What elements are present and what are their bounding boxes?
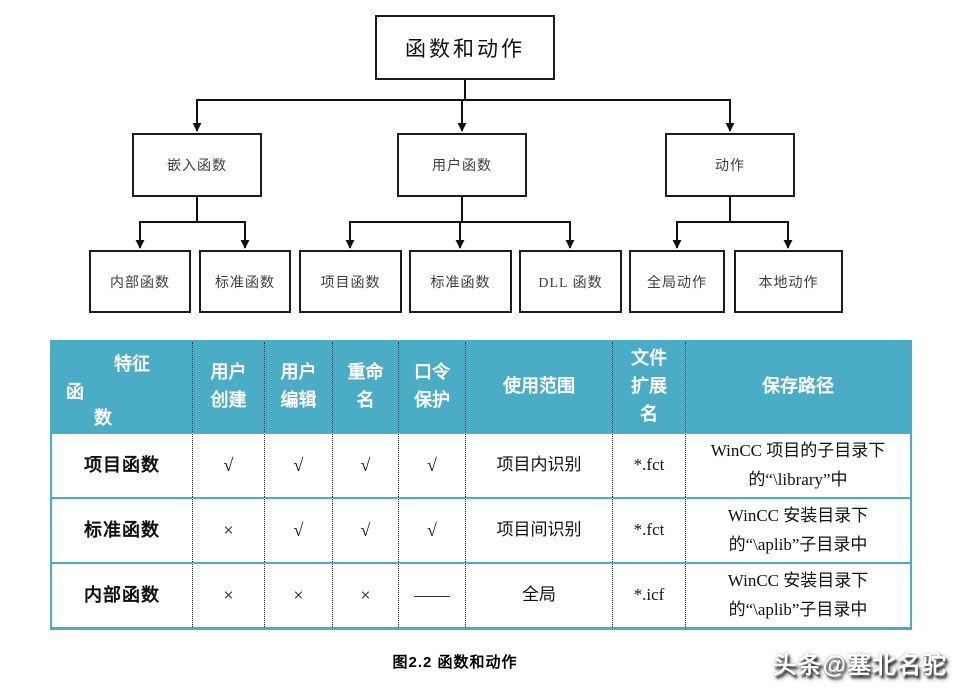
col-header-label: 用户创建 <box>210 362 247 410</box>
cell-function-name: 内部函数 <box>52 562 192 627</box>
feature-table: 特征 函 数 用户创建 用户编辑 重命名 口令保护 使用范围 文件扩展名 保存路… <box>50 340 912 630</box>
cell-password: √ <box>398 497 465 562</box>
cell-user-edit: √ <box>264 497 332 562</box>
cell-scope: 项目间识别 <box>465 497 612 562</box>
corner-label-func-1: 函 <box>66 382 84 402</box>
diagram-connector-lines <box>135 80 793 249</box>
node-embedded-functions: 嵌入函数 <box>132 133 262 197</box>
node-global-actions: 全局动作 <box>629 250 725 313</box>
col-header-label: 用户编辑 <box>280 362 317 410</box>
corner-label-feature: 特征 <box>114 354 150 374</box>
cell-password: √ <box>398 432 465 497</box>
col-header-rename: 重命名 <box>332 342 398 432</box>
figure-caption: 图2.2 函数和动作 <box>392 654 518 671</box>
col-header-scope: 使用范围 <box>465 342 612 432</box>
node-functions-and-actions: 函数和动作 <box>375 15 555 80</box>
cell-user-create: × <box>192 562 264 627</box>
node-local-actions: 本地动作 <box>734 250 843 313</box>
cell-user-create: √ <box>192 432 264 497</box>
cell-file-ext: *.icf <box>612 562 685 627</box>
cell-user-create: × <box>192 497 264 562</box>
cell-file-ext: *.fct <box>612 432 685 497</box>
watermark-toutiao: 头条@塞北名驼 <box>772 652 947 679</box>
cell-rename: √ <box>332 497 398 562</box>
table-row-internal-functions: 内部函数 × × × —— 全局 *.icf WinCC 安装目录下的“\apl… <box>52 562 910 627</box>
cell-save-path: WinCC 安装目录下的“\aplib”子目录中 <box>685 562 910 627</box>
cell-scope: 全局 <box>465 562 612 627</box>
node-dll-functions: DLL 函数 <box>519 250 622 313</box>
node-actions: 动作 <box>665 133 795 197</box>
node-standard-functions-2: 标准函数 <box>409 250 512 313</box>
cell-scope: 项目内识别 <box>465 432 612 497</box>
cell-save-path: WinCC 项目的子目录下的“\library”中 <box>685 432 910 497</box>
node-standard-functions-1: 标准函数 <box>199 250 291 313</box>
col-header-save-path: 保存路径 <box>685 342 910 432</box>
corner-header-cell: 特征 函 数 <box>52 342 192 432</box>
cell-save-path: WinCC 安装目录下的“\aplib”子目录中 <box>685 497 910 562</box>
node-internal-functions: 内部函数 <box>89 250 191 313</box>
col-header-label: 文件扩展名 <box>630 348 667 424</box>
cell-password: —— <box>398 562 465 627</box>
col-header-file-ext: 文件扩展名 <box>612 342 685 432</box>
node-user-functions: 用户函数 <box>397 133 527 197</box>
cell-user-edit: √ <box>264 432 332 497</box>
col-header-label: 口令保护 <box>413 362 450 410</box>
cell-function-name: 项目函数 <box>52 432 192 497</box>
cell-rename: × <box>332 562 398 627</box>
corner-label-func-2: 数 <box>94 408 112 428</box>
table-row-project-functions: 项目函数 √ √ √ √ 项目内识别 *.fct WinCC 项目的子目录下的“… <box>52 432 910 497</box>
col-header-label: 重命名 <box>347 362 384 410</box>
cell-user-edit: × <box>264 562 332 627</box>
table-row-standard-functions: 标准函数 × √ √ √ 项目间识别 *.fct WinCC 安装目录下的“\a… <box>52 497 910 562</box>
cell-function-name: 标准函数 <box>52 497 192 562</box>
col-header-user-edit: 用户编辑 <box>264 342 332 432</box>
node-project-functions: 项目函数 <box>299 250 402 313</box>
col-header-password: 口令保护 <box>398 342 465 432</box>
cell-rename: √ <box>332 432 398 497</box>
table-header-row: 特征 函 数 用户创建 用户编辑 重命名 口令保护 使用范围 文件扩展名 保存路… <box>52 342 910 432</box>
cell-file-ext: *.fct <box>612 497 685 562</box>
col-header-user-create: 用户创建 <box>192 342 264 432</box>
